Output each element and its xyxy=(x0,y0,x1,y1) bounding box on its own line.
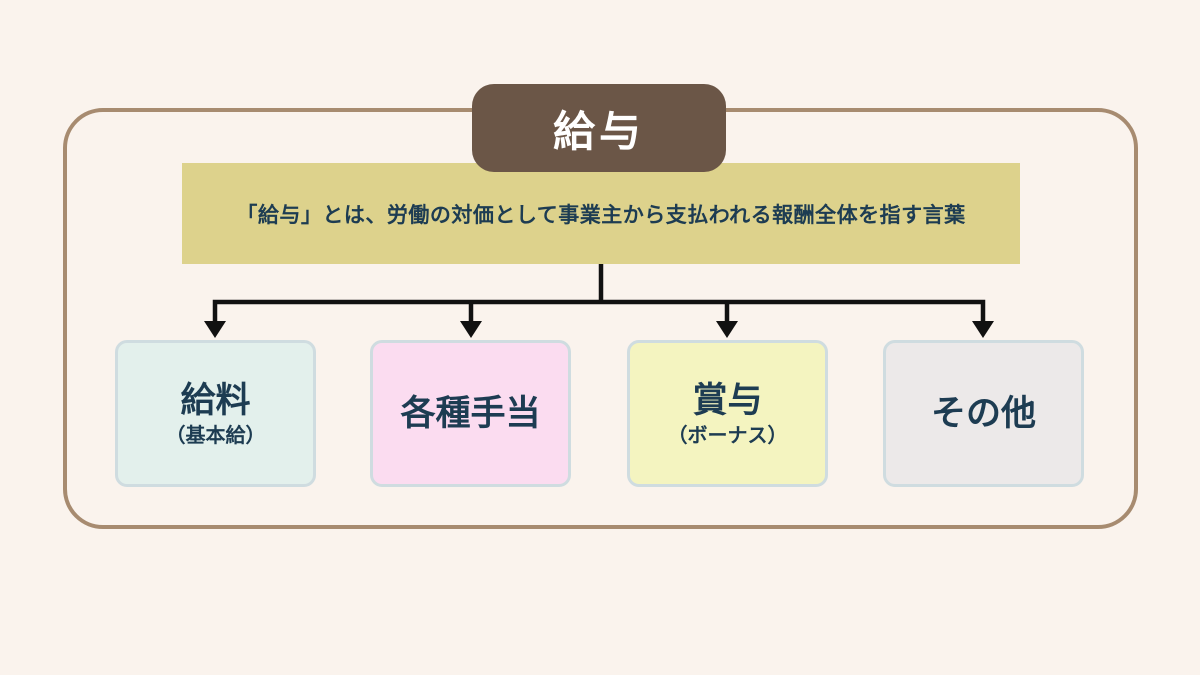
category-box-shoyo: 賞与 （ボーナス） xyxy=(627,340,828,487)
category-box-teate: 各種手当 xyxy=(370,340,571,487)
category-sublabel: （ボーナス） xyxy=(667,422,788,447)
connector-rail xyxy=(212,299,986,324)
category-label: 各種手当 xyxy=(400,393,541,434)
category-box-sonota: その他 xyxy=(883,340,1084,487)
category-label: その他 xyxy=(930,393,1036,434)
arrowhead-icon xyxy=(716,321,738,338)
title-badge: 給与 xyxy=(472,84,726,172)
category-label: 賞与 xyxy=(692,380,763,421)
definition-banner: 「給与」とは、労働の対価として事業主から支払われる報酬全体を指す言葉 xyxy=(182,163,1020,264)
category-label: 給料 xyxy=(180,380,251,421)
arrowhead-icon xyxy=(972,321,994,338)
category-box-kyuryo: 給料 （基本給） xyxy=(115,340,316,487)
arrowhead-icon xyxy=(460,321,482,338)
category-sublabel: （基本給） xyxy=(165,422,266,447)
definition-text: 「給与」とは、労働の対価として事業主から支払われる報酬全体を指す言葉 xyxy=(236,202,966,227)
title-badge-label: 給与 xyxy=(552,106,645,156)
arrowhead-icon xyxy=(204,321,226,338)
